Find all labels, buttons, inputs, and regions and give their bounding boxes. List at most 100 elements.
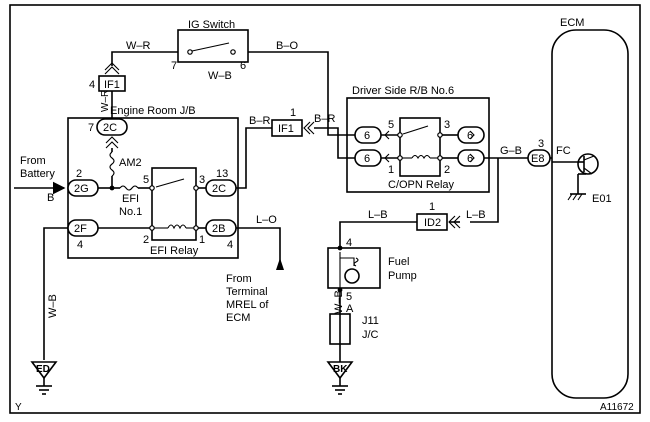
rb-pin-2: 2 — [444, 164, 450, 176]
copn-relay-label: C/OPN Relay — [388, 179, 455, 191]
jb-pin-2: 2 — [76, 168, 82, 180]
ground-bk: BK — [326, 361, 354, 395]
drawing-id: A11672 — [600, 402, 634, 413]
svg-text:2B: 2B — [212, 223, 225, 235]
connector-2c-right: 2C 13 — [205, 168, 237, 197]
wire-wb-pump: W–B — [333, 290, 345, 314]
if1-mid-pin-1: 1 — [290, 107, 296, 119]
rb-connector-6-lr: 6 — [457, 149, 485, 167]
rb-connector-6-ur: 6 — [457, 126, 485, 144]
connector-2c-top: 2C 7 — [88, 118, 128, 136]
svg-text:6: 6 — [364, 153, 370, 165]
ig-switch-label: IG Switch — [188, 19, 235, 31]
jb-pin-4-left: 4 — [77, 239, 83, 251]
corner-label: Y — [15, 402, 22, 413]
wire-bo: B–O — [276, 40, 298, 52]
efi-relay-pin-5: 5 — [143, 174, 149, 186]
connector-if1-top: IF1 4 — [89, 62, 126, 92]
jc-pin-a: A — [346, 303, 354, 315]
svg-text:E8: E8 — [531, 153, 544, 165]
rb-connector-6-ul: 6 — [354, 126, 382, 144]
jb-pin-4-right: 4 — [227, 239, 233, 251]
wire-wb-ig: W–B — [208, 70, 232, 82]
am2-label: AM2 — [119, 157, 142, 169]
efi-no1-fuse — [119, 185, 139, 191]
from-mrel-line3: MREL of — [226, 299, 269, 311]
am2-fuse — [109, 151, 115, 177]
connector-2g: 2G 2 — [67, 168, 99, 197]
svg-text:ED: ED — [36, 364, 50, 375]
copn-relay: C/OPN Relay 5 3 1 2 — [388, 117, 455, 191]
wire-br-right: B–R — [314, 113, 335, 125]
efi-relay-pin-2: 2 — [143, 234, 149, 246]
connector-id2: ID2 1 — [416, 201, 461, 231]
svg-text:BK: BK — [333, 364, 348, 375]
fuel-pump: 4 Fuel Pump — [327, 237, 417, 290]
svg-text:IF1: IF1 — [278, 123, 294, 135]
jc-line1: J11 — [362, 315, 379, 327]
diagram-frame — [9, 4, 641, 414]
junction-connector-j11: A J11 J/C — [329, 303, 379, 345]
from-mrel-line1: From — [226, 273, 252, 285]
ecm-label: ECM — [560, 17, 584, 29]
efi-relay: EFI Relay 5 3 2 1 — [143, 167, 205, 257]
ecm-e01-label: E01 — [592, 193, 612, 205]
svg-text:2G: 2G — [74, 183, 89, 195]
fuel-pump-line2: Pump — [388, 270, 417, 282]
wire-wb-left: W–B — [47, 294, 59, 318]
ecm-unit: ECM — [551, 17, 629, 399]
svg-text:6: 6 — [364, 130, 370, 142]
id2-pin-1: 1 — [429, 201, 435, 213]
svg-text:ID2: ID2 — [424, 217, 441, 229]
fuel-pump-pin-5: 5 — [346, 291, 352, 303]
svg-text:6: 6 — [467, 130, 473, 142]
wire-gb: G–B — [500, 145, 522, 157]
ig-pin-7: 7 — [171, 60, 177, 72]
fuel-pump-pin-4: 4 — [346, 237, 352, 249]
fuel-pump-motor-icon — [344, 268, 360, 284]
efi-relay-label: EFI Relay — [150, 245, 199, 257]
ig-switch: IG Switch 7 6 — [171, 19, 249, 72]
from-mrel-line4: ECM — [226, 312, 250, 324]
svg-text:2F: 2F — [74, 223, 87, 235]
svg-text:2C: 2C — [212, 183, 226, 195]
e8-pin-3: 3 — [538, 138, 544, 150]
from-battery-line1: From — [20, 155, 46, 167]
ig-pin-6: 6 — [240, 60, 246, 72]
svg-text:IF1: IF1 — [104, 79, 120, 91]
from-mrel-line2: Terminal — [226, 286, 268, 298]
rb-pin-3: 3 — [444, 119, 450, 131]
from-battery-line2: Battery — [20, 168, 55, 180]
wire-br-left: B–R — [249, 115, 270, 127]
rb-connector-6-ll: 6 — [354, 149, 382, 167]
rb-pin-5: 5 — [388, 119, 394, 131]
svg-text:2C: 2C — [103, 122, 117, 134]
connector-2b: 2B 4 — [205, 219, 237, 251]
efi-relay-pin-3: 3 — [199, 174, 205, 186]
wire-wr-vertical: W–R — [100, 90, 111, 112]
connector-if1-mid: IF1 1 — [271, 107, 315, 137]
wire-lb-right: L–B — [466, 209, 486, 221]
fuel-pump-line1: Fuel — [388, 256, 409, 268]
svg-text:6: 6 — [467, 153, 473, 165]
driver-side-rb-label: Driver Side R/B No.6 — [352, 85, 454, 97]
efi-relay-pin-1: 1 — [199, 234, 205, 246]
engine-room-jb-label: Engine Room J/B — [110, 105, 196, 117]
rb-pin-1: 1 — [388, 164, 394, 176]
jc-line2: J/C — [362, 329, 379, 341]
wire-lb-left: L–B — [368, 209, 388, 221]
ground-ed: ED — [30, 361, 58, 395]
jb-pin-7: 7 — [88, 122, 94, 134]
wire-lo: L–O — [256, 214, 277, 226]
jb-pin-13: 13 — [216, 168, 228, 180]
ecm-fc-label: FC — [556, 145, 571, 157]
wire-battery-b: B — [47, 192, 54, 204]
ecm-fc-transistor: FC E01 — [552, 145, 612, 205]
connector-2f: 2F 4 — [67, 219, 99, 251]
connector-e8: E8 3 — [527, 138, 551, 167]
efi-fuse-line1: EFI — [122, 193, 139, 205]
if1-top-pin-4: 4 — [89, 79, 95, 91]
wire-wr-top: W–R — [126, 40, 151, 52]
efi-fuse-line2: No.1 — [119, 206, 142, 218]
